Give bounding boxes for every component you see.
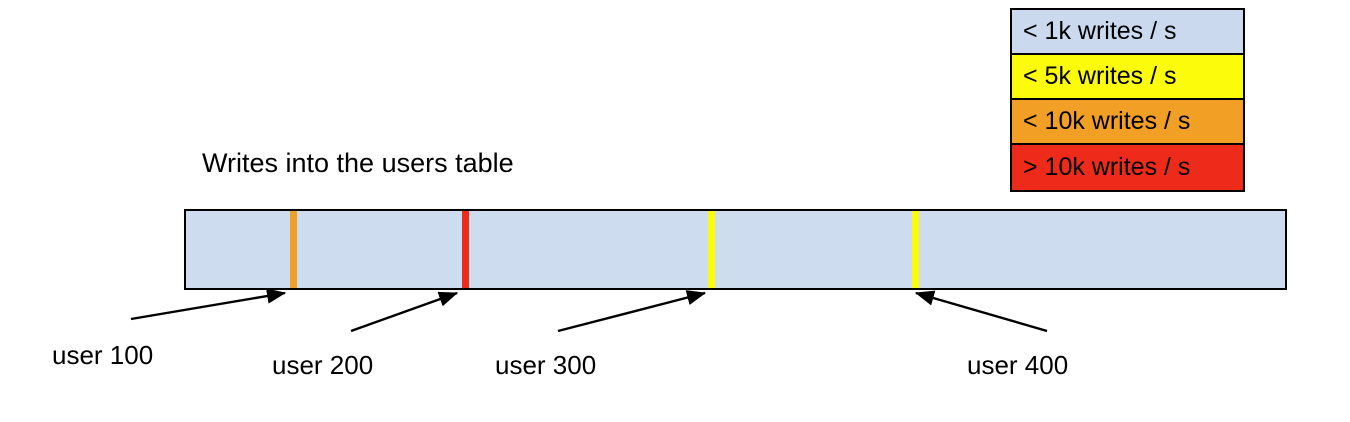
users-table-keyrange-bar [184, 209, 1287, 290]
pointer-label-user-400: user 400 [967, 350, 1069, 380]
chart-title: Writes into the users table [202, 148, 514, 178]
pointer-arrow-user-300 [557, 290, 707, 333]
pointer-label-user-300: user 300 [495, 350, 597, 380]
legend-label-under-1k: < 1k writes / s [1023, 17, 1177, 45]
legend-label-over-10k: > 10k writes / s [1023, 153, 1191, 181]
hotspot-stripe-user-100 [290, 211, 298, 288]
pointer-label-user-100: user 100 [52, 340, 154, 370]
legend-row-under-10k: < 10k writes / s [1012, 100, 1243, 145]
legend-row-over-10k: > 10k writes / s [1012, 145, 1243, 190]
legend-label-under-10k: < 10k writes / s [1023, 107, 1191, 135]
pointer-arrow-user-400 [914, 290, 1048, 333]
pointer-arrow-user-100 [130, 288, 287, 321]
hotspot-stripe-user-200 [461, 211, 469, 288]
legend-row-under-1k: < 1k writes / s [1012, 10, 1243, 55]
hotspot-stripe-user-400 [912, 211, 920, 288]
write-rate-legend: < 1k writes / s < 5k writes / s < 10k wr… [1010, 8, 1245, 192]
hotspot-stripe-user-300 [708, 211, 716, 288]
pointer-arrow-user-200 [350, 291, 459, 333]
legend-row-under-5k: < 5k writes / s [1012, 55, 1243, 100]
pointer-label-user-200: user 200 [272, 350, 374, 380]
legend-label-under-5k: < 5k writes / s [1023, 62, 1177, 90]
